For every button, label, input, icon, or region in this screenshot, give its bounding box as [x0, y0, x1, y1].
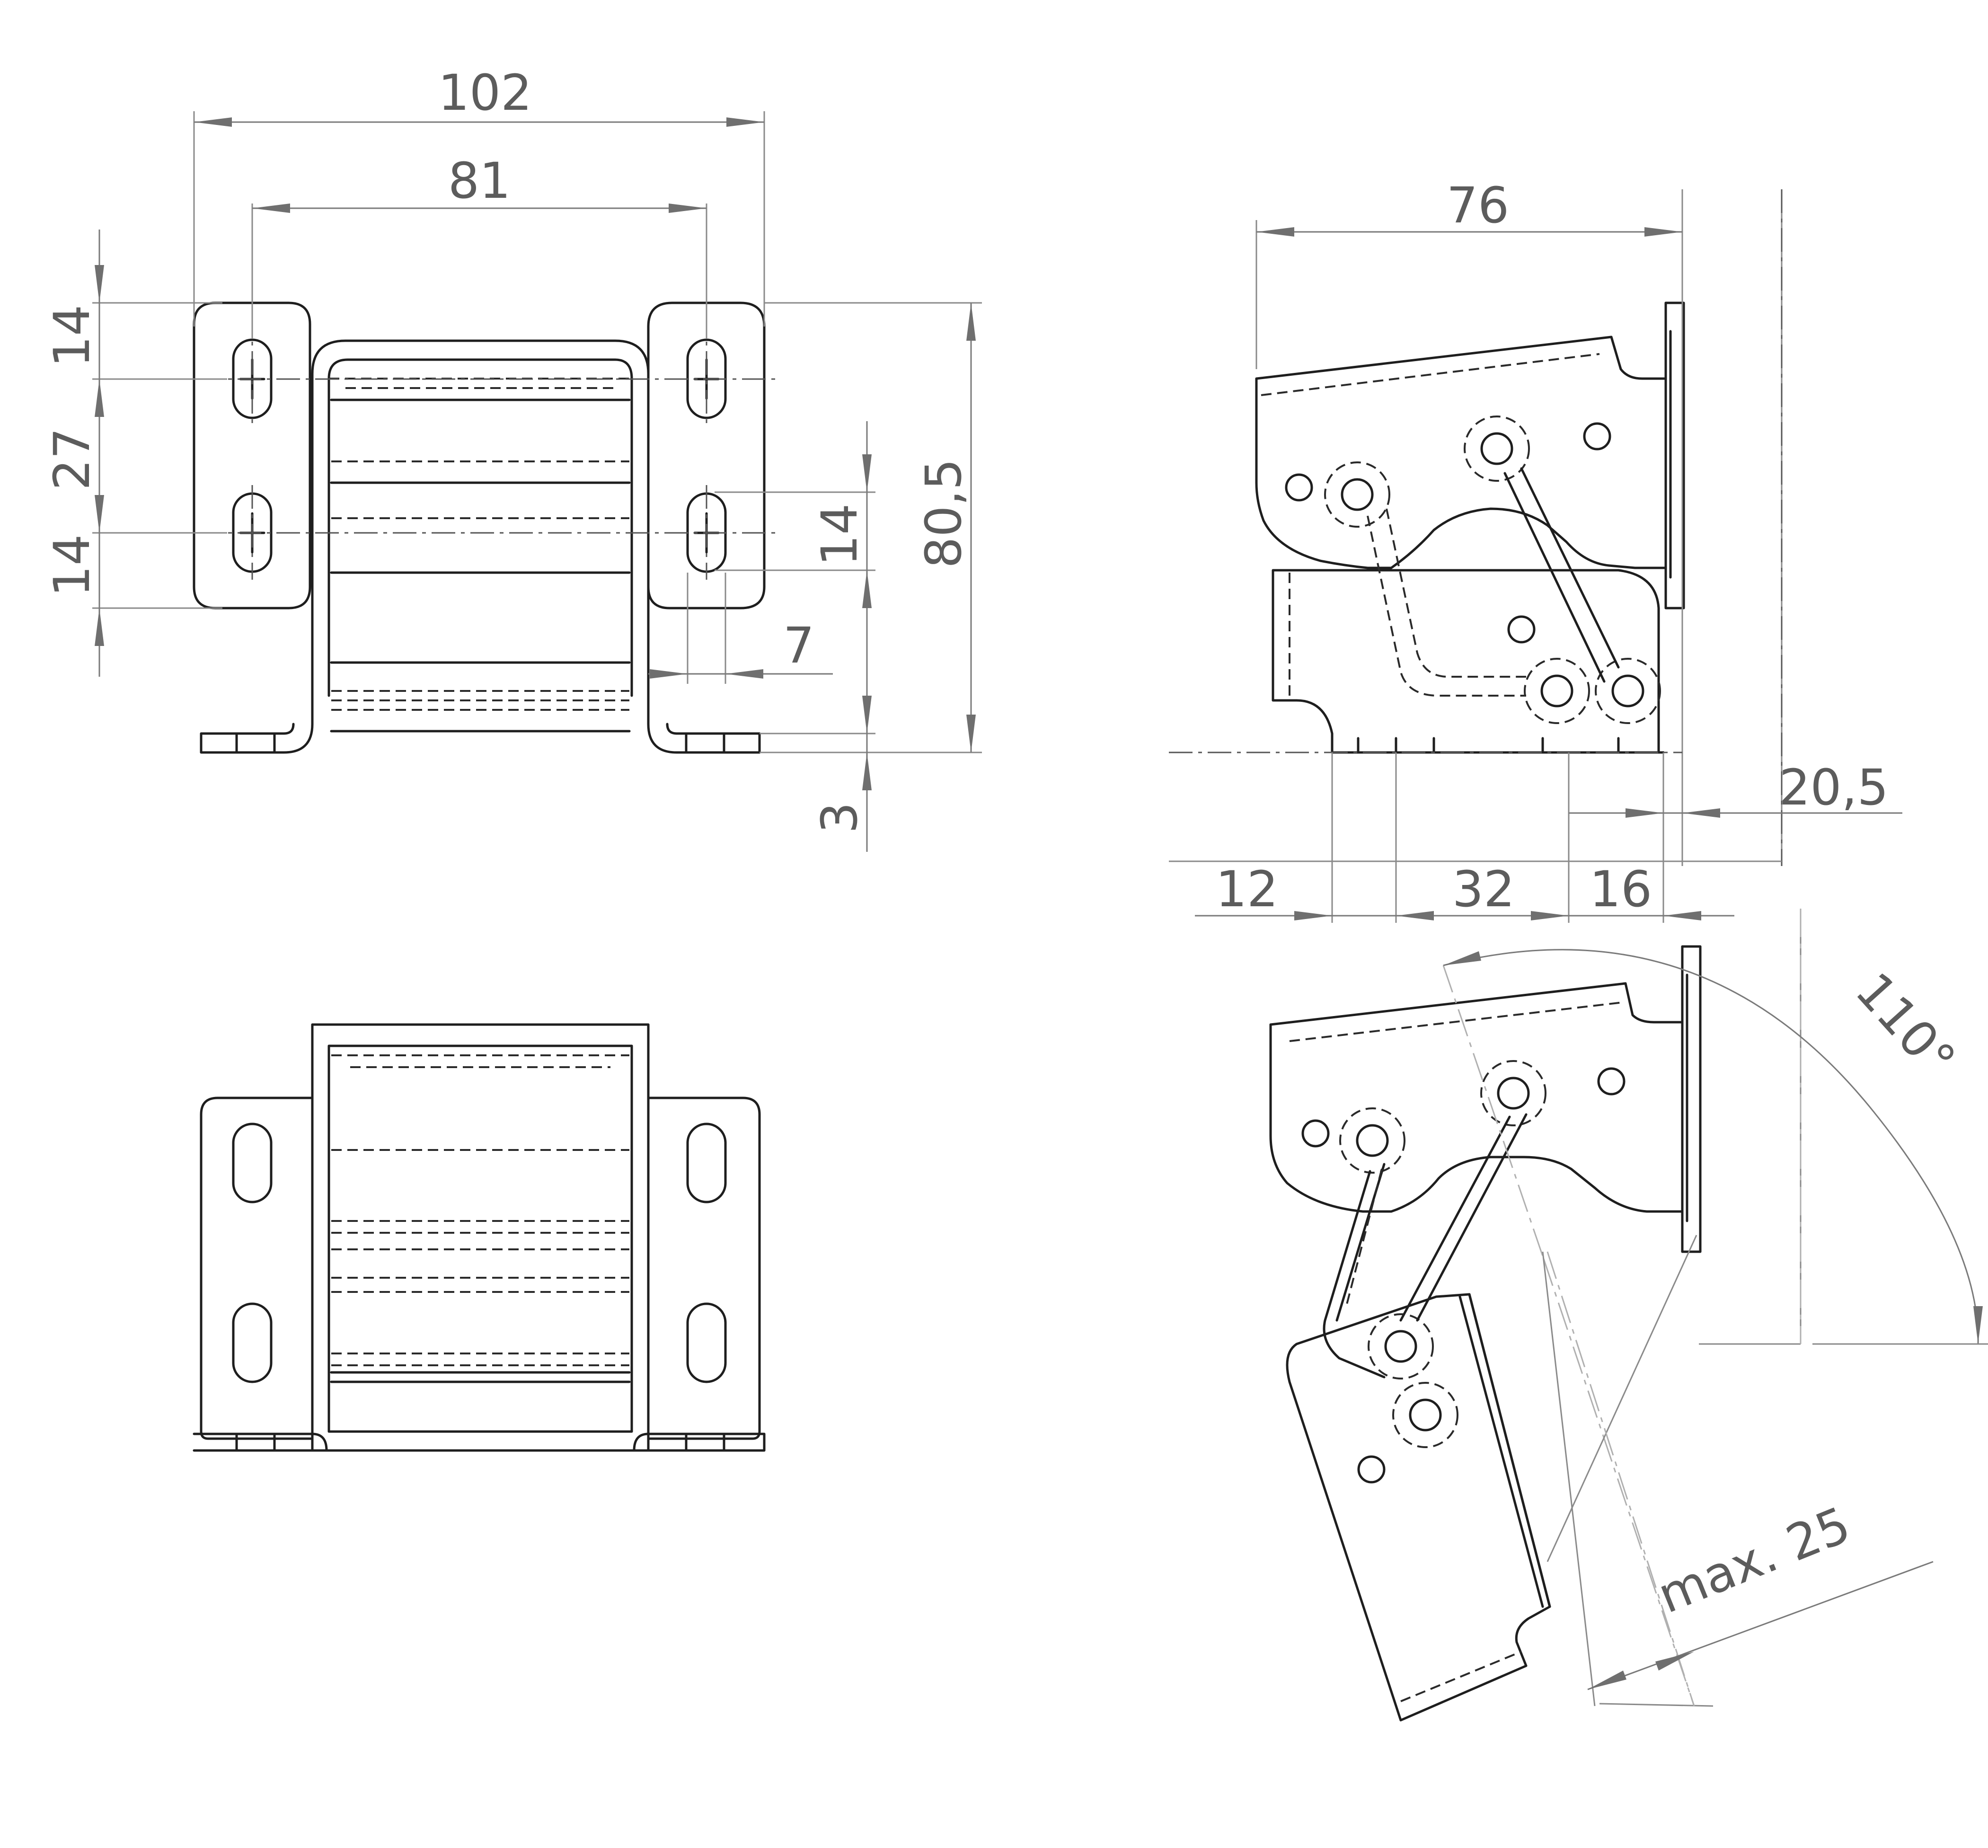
dim-side-width: 76	[1447, 177, 1509, 234]
dim-right-slot: 14	[811, 504, 868, 566]
dim-slot-width: 7	[783, 617, 814, 674]
side-view-open	[1269, 945, 1702, 1722]
dim-base-a: 12	[1216, 860, 1278, 918]
dim-opening-angle: 110°	[1845, 962, 1967, 1088]
dim-slot-spacing: 81	[448, 152, 511, 210]
dim-top-offset: 14	[43, 305, 101, 367]
side-view-closed	[1255, 301, 1685, 754]
dim-max-thickness: max. 25	[1650, 1495, 1858, 1624]
front-view-dimensions: 102 81 14 27 14 80,5 14 3 7	[43, 64, 982, 852]
open-view-dimensions: 110° max. 25	[1442, 909, 1988, 1707]
dim-hinge-offset: 20,5	[1779, 759, 1889, 816]
dim-slot-pitch: 27	[43, 428, 101, 490]
dim-height: 80,5	[915, 459, 972, 568]
side-view-dimensions: 76 20,5 12 32 16	[1169, 177, 1902, 923]
dim-lower-offset: 14	[43, 534, 101, 597]
front-view	[193, 301, 781, 754]
dim-plate-thickness: 3	[811, 802, 868, 833]
dim-base-b: 32	[1452, 860, 1515, 918]
dim-overall-width: 102	[438, 64, 532, 122]
back-view	[193, 1023, 766, 1452]
dim-base-c: 16	[1590, 860, 1652, 918]
